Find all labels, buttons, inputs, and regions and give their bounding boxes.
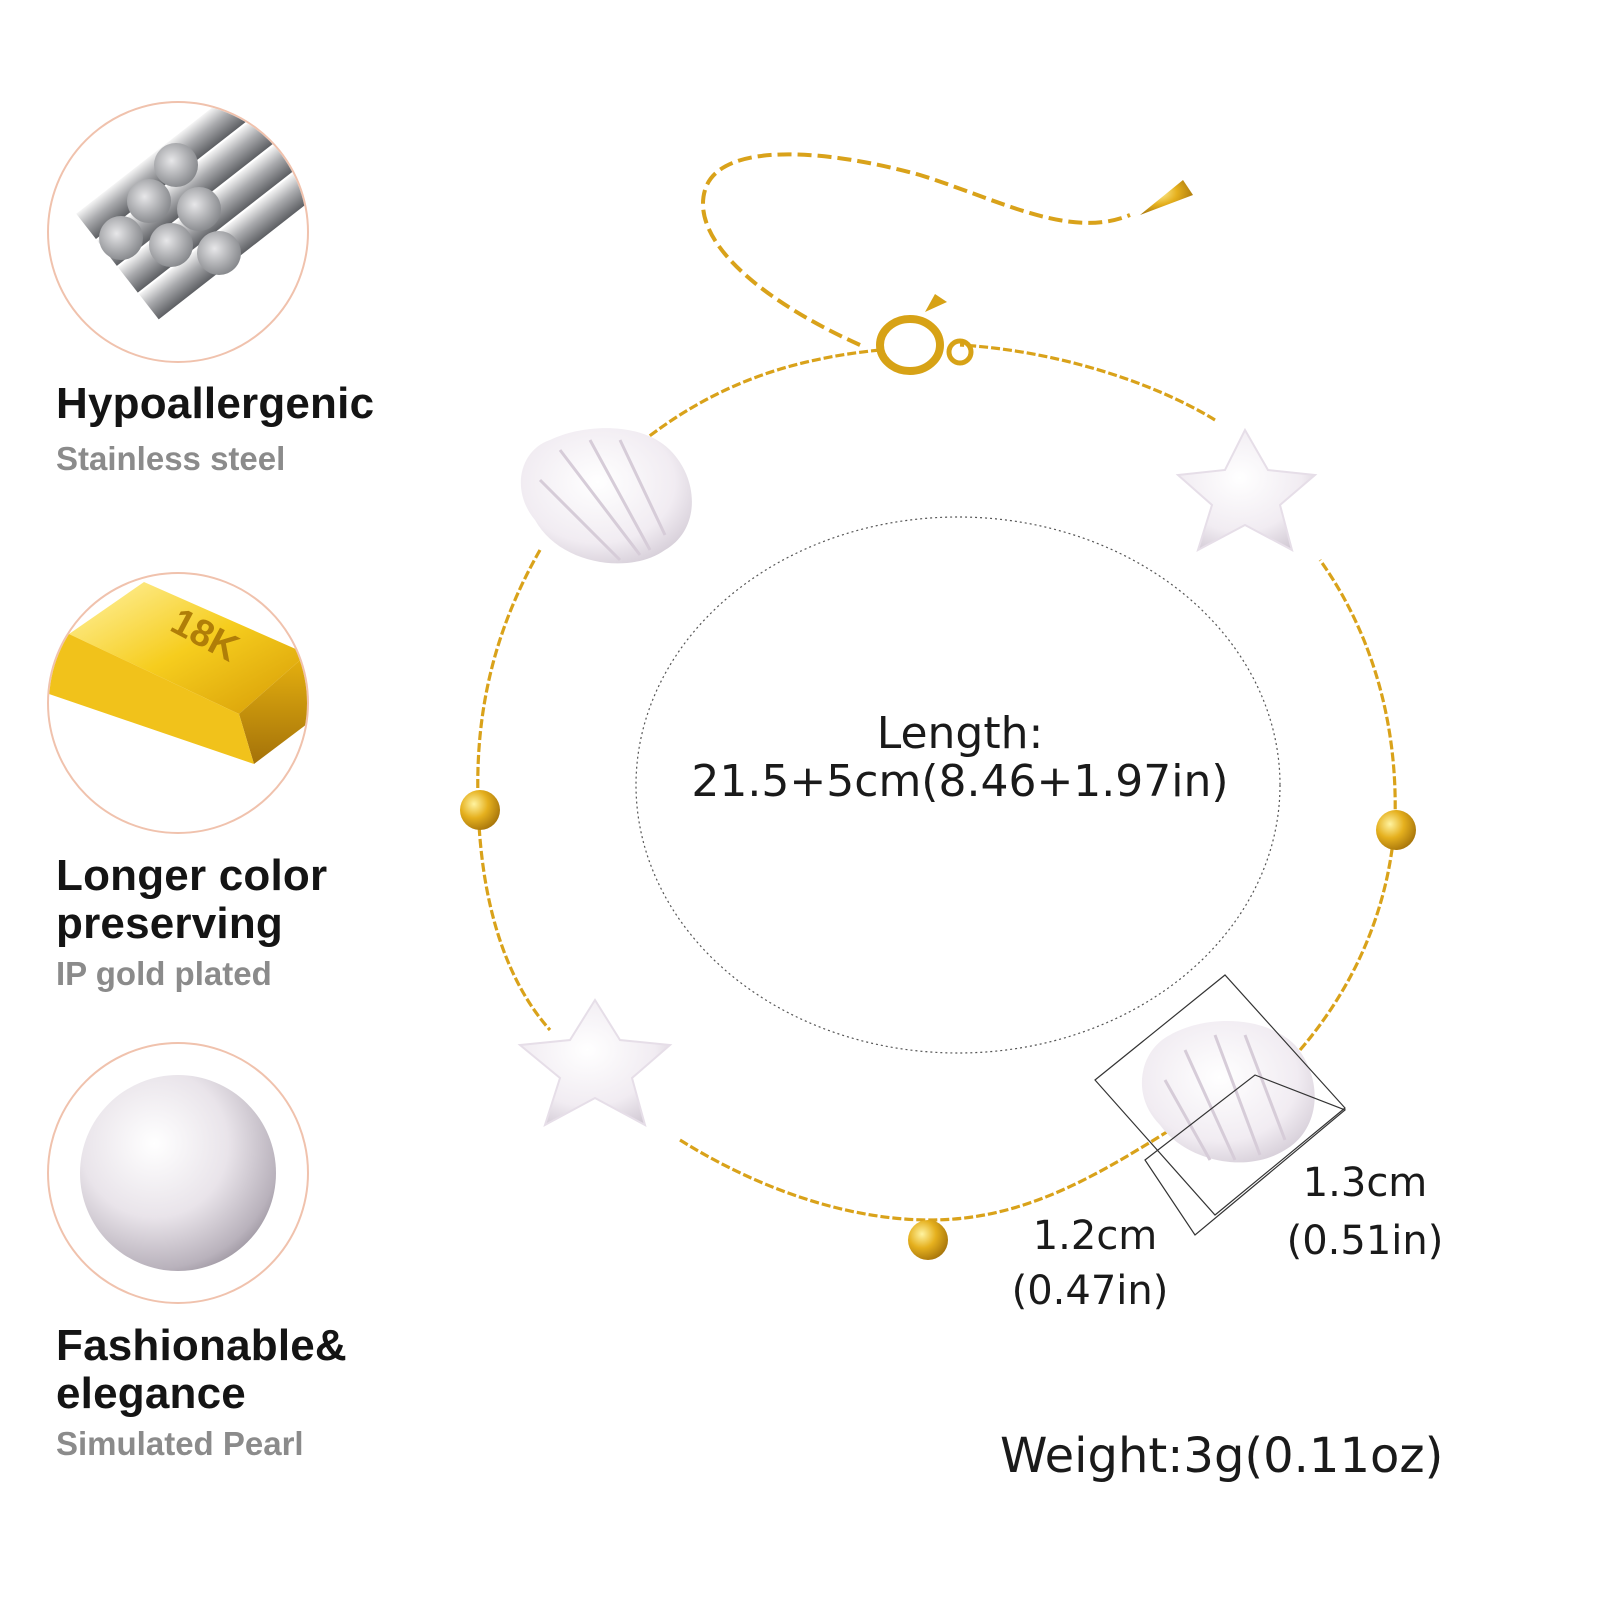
feature-title-hypoallergenic: Hypoallergenic — [56, 379, 375, 428]
feature-title-longer-color: Longer color preserving — [56, 852, 327, 948]
steel-rods-icon — [47, 101, 309, 363]
feature-subtitle-ip-gold: IP gold plated — [56, 955, 272, 992]
length-value: 21.5+5cm(8.46+1.97in) — [691, 756, 1229, 807]
shell-charm-top-left — [520, 428, 692, 564]
dimension-lines — [1094, 974, 1347, 1236]
pearl-icon — [47, 1042, 309, 1304]
length-ellipse — [635, 516, 1281, 1054]
feature-title-line-2: preserving — [56, 899, 283, 948]
gold-bead-bottom — [908, 1220, 948, 1260]
lobster-clasp — [876, 294, 974, 375]
chain-end-drop — [1140, 180, 1193, 215]
feature-title-line-1: Longer color — [56, 851, 328, 900]
length-label: Length: — [876, 708, 1044, 759]
width-cm: 1.3cm — [1302, 1160, 1428, 1206]
width-in: (0.51in) — [1286, 1218, 1444, 1264]
feature-title-fashionable: Fashionable& elegance — [56, 1322, 347, 1418]
extension-chain — [701, 152, 1131, 347]
gold-bead-left — [460, 790, 500, 830]
feature-subtitle-stainless-steel: Stainless steel — [56, 440, 286, 477]
height-in: (0.47in) — [1011, 1268, 1169, 1314]
shell-charm-bottom-right — [1141, 1021, 1315, 1163]
feature-subtitle-simulated-pearl: Simulated Pearl — [56, 1425, 304, 1462]
feature-title-line-2: elegance — [56, 1369, 246, 1418]
height-cm: 1.2cm — [1032, 1213, 1158, 1259]
feature-title-line-1: Fashionable& — [56, 1321, 347, 1370]
star-charm-bottom-left — [517, 998, 673, 1128]
gold-bead-right — [1376, 810, 1416, 850]
weight-label: Weight:3g(0.11oz) — [1000, 1428, 1444, 1484]
star-charm-top-right — [1175, 427, 1318, 553]
gold-bar-icon: 18K — [47, 572, 309, 834]
